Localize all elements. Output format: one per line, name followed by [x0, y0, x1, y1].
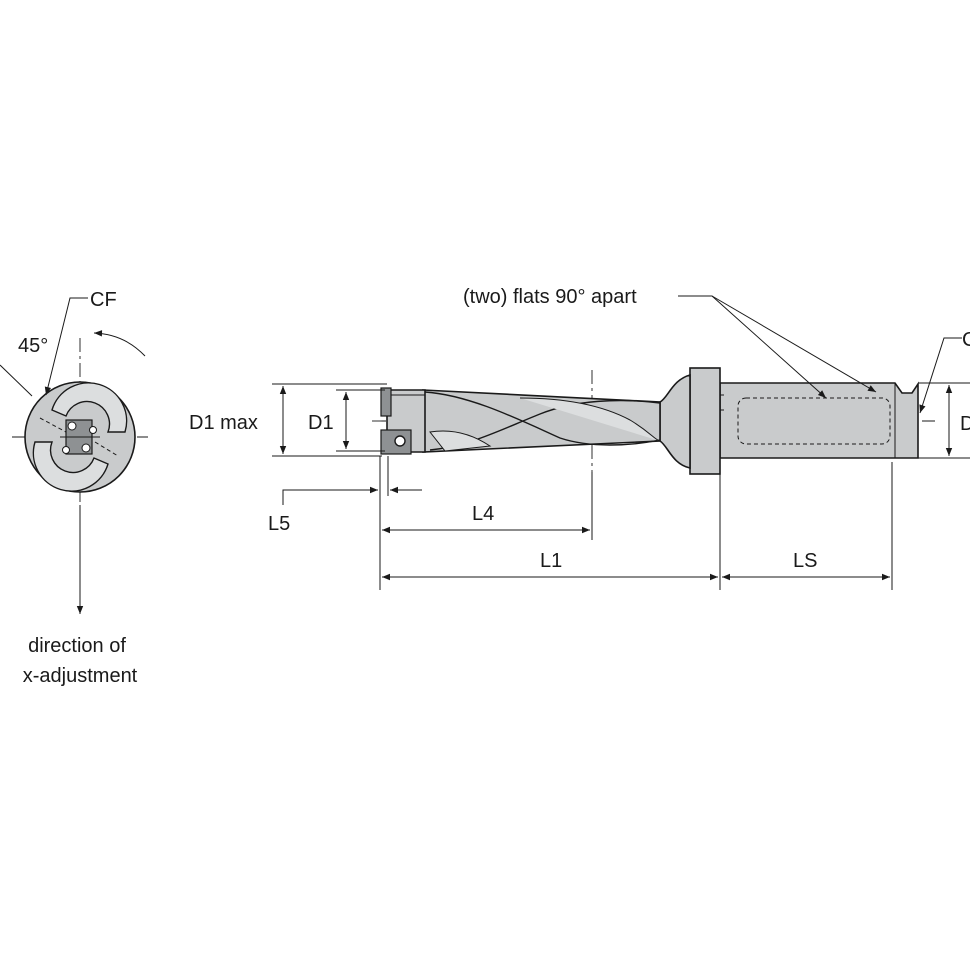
- end-view: CF 45° direction of x-adjustment: [0, 289, 148, 687]
- shank-flat-outline: [737, 397, 891, 445]
- flute-lower-highlight: [429, 430, 492, 452]
- chamfer-leader: [919, 337, 962, 414]
- angle-reference-line: [0, 364, 33, 397]
- chamfer-label-cutoff: C: [962, 329, 970, 351]
- end-view-hidden-line: [39, 417, 67, 433]
- cf-leader: [44, 297, 88, 396]
- end-view-hidden-line-2: [94, 441, 119, 457]
- side-view: [372, 367, 935, 475]
- flats-label: (two) flats 90° apart: [463, 286, 637, 308]
- l4-label: L4: [472, 503, 494, 525]
- direction-label-line1: direction of: [28, 635, 126, 657]
- direction-label-line2: x-adjustment: [23, 665, 138, 687]
- shank-diameter-label-cutoff: D: [960, 413, 970, 435]
- cutting-insert-top: [380, 387, 392, 417]
- d1-label: D1: [308, 412, 334, 434]
- insert-screw-icon: [394, 435, 406, 447]
- end-view-insert: [60, 419, 100, 455]
- collar-transition: [659, 373, 691, 469]
- l1-label: L1: [540, 550, 562, 572]
- l5-label: L5: [268, 513, 290, 535]
- d1max-label: D1 max: [189, 412, 258, 434]
- cf-label: CF: [90, 289, 117, 311]
- ls-label: LS: [793, 550, 817, 572]
- flats-leader-2: [711, 295, 877, 393]
- l5-arrow-left: [282, 486, 378, 505]
- end-view-flute-upper: [51, 382, 128, 433]
- end-view-flute-lower: [32, 441, 109, 492]
- dimensions: D1 max D1 L5 L4 L1 LS D C: [189, 286, 970, 590]
- rotation-arrow: [93, 330, 146, 357]
- flute-highlight: [519, 397, 661, 442]
- angle-label: 45°: [18, 335, 48, 357]
- collar: [689, 367, 721, 475]
- shank: [719, 381, 919, 459]
- flute-curve-1: [424, 391, 661, 446]
